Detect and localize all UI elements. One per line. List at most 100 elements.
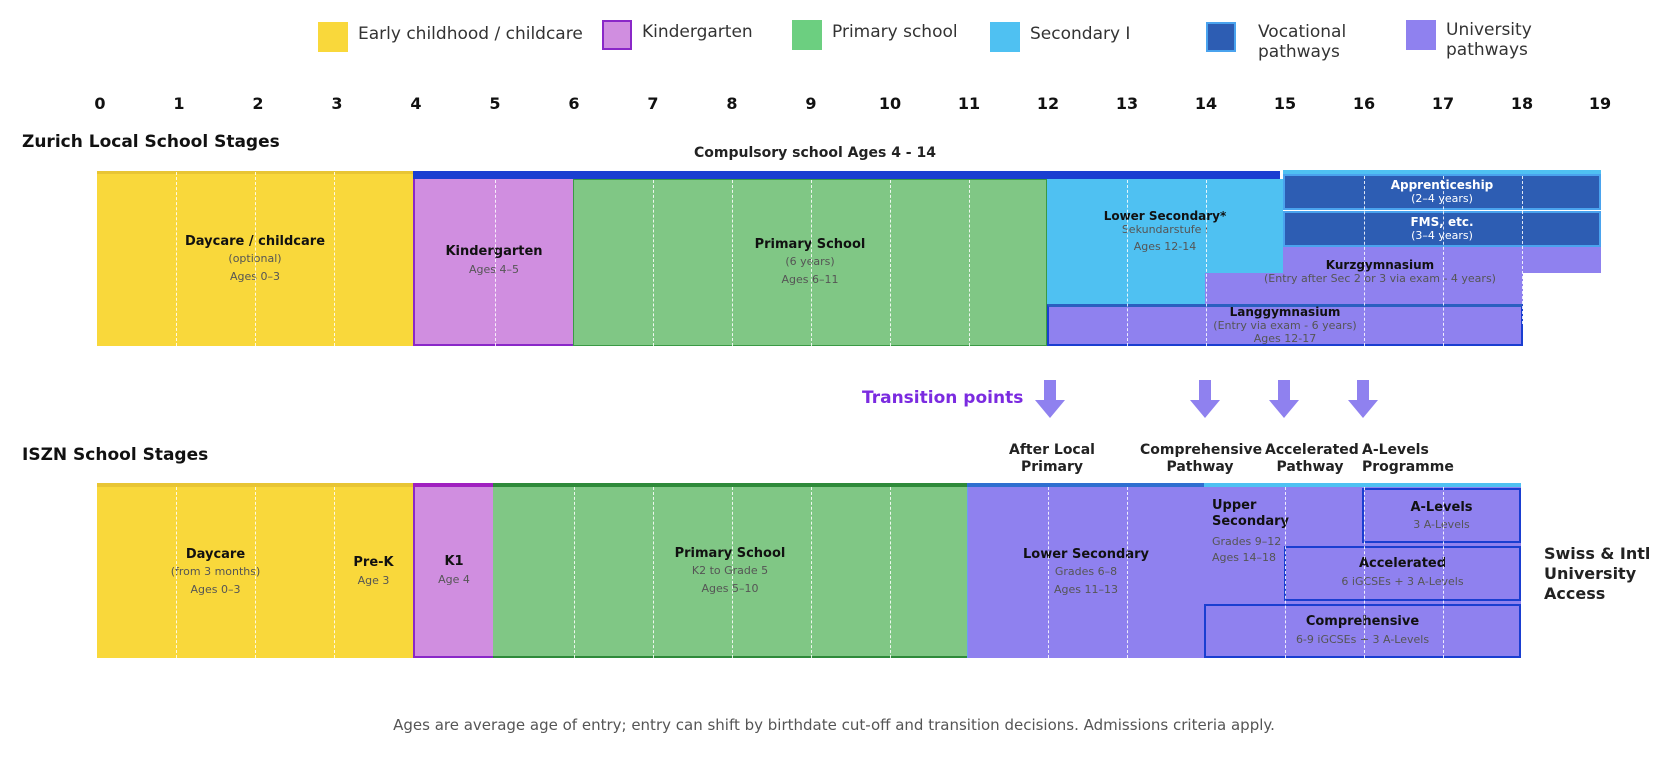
age-tick: 17	[1431, 94, 1455, 113]
legend-label: Vocational pathways	[1258, 22, 1347, 62]
zurich-daycare-ages: Ages 0–3	[230, 270, 280, 283]
age-tick: 8	[726, 94, 738, 113]
transition-accelerated: Accelerated Pathway	[1265, 442, 1359, 475]
legend-item-university: University pathways	[1406, 20, 1556, 60]
iszn-upper-secondary-ages: Ages 14–18	[1212, 551, 1276, 564]
langgymnasium-block: Langgymnasium (Entry via exam - 6 years)…	[1047, 304, 1523, 346]
iszn-daycare-top-bar	[97, 483, 413, 487]
iszn-accelerated-title: Accelerated	[1358, 556, 1447, 571]
iszn-upper-secondary-label: Upper Secondary Grades 9–12 Ages 14–18	[1212, 498, 1292, 566]
iszn-k1-ages: Age 4	[438, 573, 470, 586]
iszn-lower-secondary-top-bar	[967, 483, 1204, 487]
age-tick: 0	[94, 94, 106, 113]
iszn-accelerated-block: Accelerated 6 iGCSEs + 3 A-Levels	[1284, 546, 1521, 601]
age-tick: 6	[568, 94, 580, 113]
zurich-primary-block: Primary School (6 years) Ages 6–11	[573, 179, 1047, 346]
zurich-lower-secondary-title: Lower Secondary*	[1103, 209, 1227, 223]
iszn-primary-sub: K2 to Grade 5	[691, 563, 769, 577]
legend-swatch-university	[1406, 20, 1436, 50]
age-tick: 2	[252, 94, 264, 113]
langgymnasium-ages: Ages 12-17	[1253, 332, 1317, 345]
iszn-k1-top-bar	[413, 483, 493, 487]
zurich-section-title: Zurich Local School Stages	[22, 132, 280, 152]
iszn-alevels-title: A-Levels	[1410, 499, 1473, 515]
age-tick: 11	[957, 94, 981, 113]
iszn-lower-secondary-sub: Grades 6–8	[1054, 564, 1118, 578]
fms-sub: (3–4 years)	[1411, 229, 1473, 242]
age-tick: 13	[1115, 94, 1139, 113]
iszn-daycare-title: Daycare	[185, 546, 246, 562]
langgymnasium-sub: (Entry via exam - 6 years)	[1213, 319, 1357, 332]
kurzgymnasium-label: Kurzgymnasium (Entry after Sec 2 or 3 vi…	[1260, 258, 1500, 286]
zurich-daycare-block: Daycare / childcare (optional) Ages 0–3	[97, 174, 413, 346]
iszn-daycare-block: Daycare (from 3 months) Ages 0–3	[97, 487, 334, 658]
iszn-prek-block: Pre-K Age 3	[334, 487, 413, 658]
age-tick: 1	[173, 94, 185, 113]
transition-alevels: A-Levels Programme	[1362, 442, 1454, 475]
zurich-lower-secondary-ages: Ages 12-14	[1133, 240, 1197, 253]
legend-label: Secondary I	[1030, 24, 1131, 44]
legend-label: Kindergarten	[642, 22, 753, 42]
iszn-daycare-sub: (from 3 months)	[170, 564, 261, 578]
transition-arrow-icon	[1269, 380, 1299, 418]
age-tick: 15	[1273, 94, 1297, 113]
legend-item-vocational: Vocational pathways	[1206, 22, 1368, 62]
iszn-comprehensive-title: Comprehensive	[1305, 613, 1420, 629]
iszn-accelerated-sub: 6 iGCSEs + 3 A-Levels	[1341, 575, 1464, 588]
legend-swatch-primary	[792, 20, 822, 50]
iszn-daycare-ages: Ages 0–3	[190, 582, 241, 596]
legend-label: Early childhood / childcare	[358, 24, 583, 44]
age-tick: 18	[1510, 94, 1534, 113]
iszn-k1-title: K1	[444, 554, 464, 569]
zurich-daycare-title: Daycare / childcare	[184, 234, 326, 249]
iszn-upper-secondary-title: Upper Secondary	[1212, 498, 1290, 529]
zurich-primary-sub: (6 years)	[785, 254, 835, 268]
legend-item-primary: Primary school	[792, 20, 958, 50]
zurich-kindergarten-title: Kindergarten	[445, 244, 543, 259]
age-tick: 4	[410, 94, 422, 113]
age-tick: 9	[805, 94, 817, 113]
legend-swatch-secondary-i	[990, 22, 1020, 52]
university-access-label: Swiss & Intl University Access	[1544, 544, 1651, 603]
age-tick: 16	[1352, 94, 1376, 113]
iszn-prek-title: Pre-K	[353, 555, 394, 570]
legend-swatch-vocational	[1206, 22, 1236, 52]
iszn-section-title: ISZN School Stages	[22, 445, 209, 465]
apprenticeship-sub: (2–4 years)	[1411, 192, 1473, 205]
age-tick: 14	[1194, 94, 1218, 113]
legend-item-early-childhood: Early childhood / childcare	[318, 22, 583, 52]
legend-label: University pathways	[1446, 20, 1532, 60]
iszn-primary-title: Primary School	[674, 545, 786, 561]
transition-points-label: Transition points	[862, 388, 1024, 408]
age-tick: 5	[489, 94, 501, 113]
apprenticeship-block: Apprenticeship (2–4 years)	[1283, 174, 1601, 210]
iszn-k1-block: K1 Age 4	[413, 487, 493, 658]
legend-label: Primary school	[832, 22, 958, 42]
zurich-primary-ages: Ages 6–11	[781, 272, 839, 286]
legend-item-kindergarten: Kindergarten	[602, 20, 753, 50]
langgymnasium-title: Langgymnasium	[1229, 305, 1341, 319]
age-tick: 7	[647, 94, 659, 113]
zurich-daycare-sub: (optional)	[228, 252, 282, 265]
iszn-prek-ages: Age 3	[357, 574, 390, 587]
iszn-lower-secondary-block: Lower Secondary Grades 6–8 Ages 11–13	[967, 487, 1204, 658]
compulsory-label: Compulsory school Ages 4 - 14	[694, 145, 936, 161]
iszn-upper-top-bar	[1204, 483, 1521, 487]
iszn-comprehensive-block: Comprehensive 6-9 iGCSEs + 3 A-Levels	[1204, 604, 1521, 658]
transition-arrow-icon	[1348, 380, 1378, 418]
zurich-kindergarten-ages: Ages 4–5	[469, 263, 519, 276]
langgymnasium-label: Langgymnasium (Entry via exam - 6 years)…	[1167, 305, 1403, 346]
iszn-upper-secondary-sub: Grades 9–12	[1212, 535, 1282, 548]
daycare-top-bar	[97, 171, 416, 176]
zurich-kindergarten-block: Kindergarten Ages 4–5	[413, 179, 573, 346]
footnote: Ages are average age of entry; entry can…	[393, 716, 1275, 734]
age-tick: 19	[1588, 94, 1612, 113]
legend-item-secondary-i: Secondary I	[990, 22, 1130, 52]
upper-top-bar	[1283, 170, 1601, 174]
kurzgymnasium-sub: (Entry after Sec 2 or 3 via exam - 4 yea…	[1264, 272, 1496, 285]
iszn-comprehensive-sub: 6-9 iGCSEs + 3 A-Levels	[1295, 632, 1430, 646]
fms-title: FMS, etc.	[1410, 215, 1474, 229]
kurzgymnasium-title: Kurzgymnasium	[1325, 258, 1435, 272]
transition-after-local-primary: After Local Primary	[1009, 442, 1095, 475]
iszn-alevels-block: A-Levels 3 A-Levels	[1362, 488, 1521, 543]
